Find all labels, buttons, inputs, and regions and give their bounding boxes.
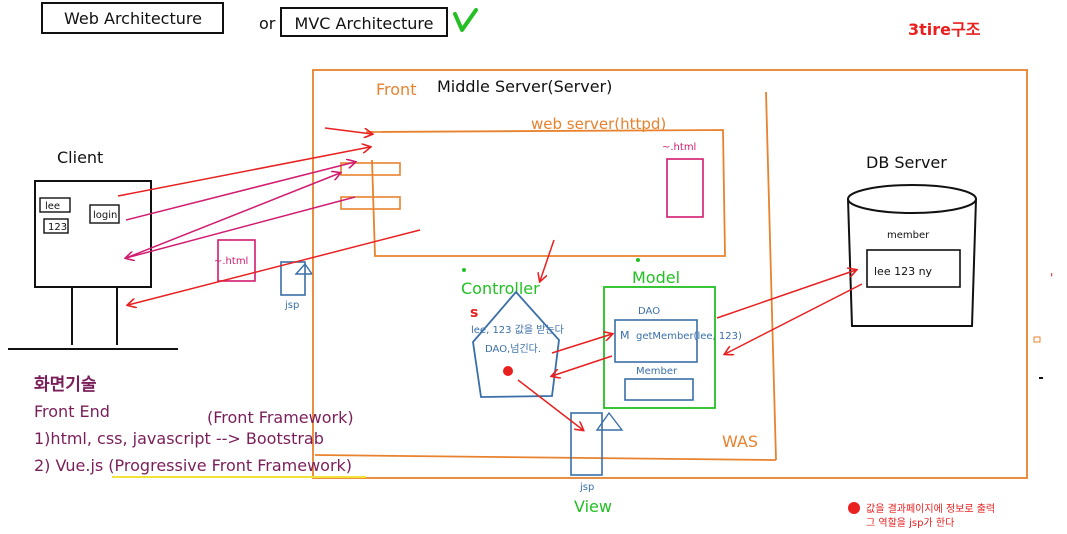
tech-line-1: 1)html, css, javascript --> Bootstrab — [34, 429, 324, 448]
dao-label: DAO — [638, 306, 660, 317]
client-title: Client — [57, 148, 103, 167]
client-html-doc — [217, 239, 256, 282]
web-server-port-bottom — [340, 196, 401, 210]
dao-box — [614, 319, 698, 363]
was-divider-horizontal — [314, 454, 777, 461]
web-arch-label: Web Architecture — [64, 9, 202, 28]
arrow-webserver-tick — [324, 127, 372, 134]
view-label: View — [574, 497, 612, 516]
side-mark-2 — [1033, 336, 1041, 343]
client-html-doc-label: ~.html — [214, 256, 248, 267]
controller-shape — [472, 290, 560, 398]
db-row-value: lee 123 ny — [874, 265, 933, 278]
front-end-label: Front End — [34, 402, 110, 421]
pw-field[interactable] — [43, 218, 69, 234]
client-jsp-corner — [294, 262, 314, 275]
arrow-client-to-webserver-3 — [125, 173, 340, 259]
id-field[interactable] — [39, 197, 71, 213]
was-divider-vertical — [765, 91, 777, 461]
arrow-dao-to-db — [716, 270, 856, 319]
or-label: or — [259, 14, 276, 33]
controller-note-1: lee, 123 값을 받는다 — [471, 324, 564, 336]
controller-label: Controller — [461, 279, 540, 298]
web-server-box — [365, 129, 726, 257]
arrow-server-to-client-long — [128, 229, 421, 305]
model-box — [603, 286, 716, 409]
db-table-label: member — [887, 230, 930, 241]
model-label: Model — [632, 268, 680, 287]
checkmark-icon — [453, 8, 478, 32]
db-row-box — [866, 249, 961, 288]
controller-dot — [462, 268, 466, 272]
legend-line-2: 그 역할을 jsp가 한다 — [866, 517, 954, 529]
db-cylinder-body — [847, 198, 977, 327]
controller-note-2: DAO,넘긴다. — [485, 343, 541, 355]
was-label: WAS — [722, 432, 758, 451]
middle-server-box — [312, 69, 1028, 479]
mvc-arch-label: MVC Architecture — [295, 14, 434, 33]
member-bean-label: Member — [636, 366, 678, 377]
legend-line-1: 값을 결과페이지에 정보로 출력 — [866, 503, 995, 515]
id-field-value: lee — [45, 201, 60, 212]
arrow-client-to-webserver-1 — [117, 147, 370, 197]
model-dot — [636, 258, 640, 262]
tier-label: 3tire구조 — [908, 20, 981, 39]
view-jsp-label: jsp — [579, 482, 594, 493]
db-title: DB Server — [866, 153, 947, 172]
arrow-db-to-dao — [725, 283, 863, 354]
server-html-file-label: ~.html — [662, 142, 696, 153]
controller-s: s — [470, 305, 478, 321]
dao-m-label: M — [620, 329, 630, 342]
tech-line-2: 2) Vue.js (Progressive Front Framework) — [34, 456, 352, 475]
web-arch-box — [41, 2, 224, 34]
client-jsp-doc — [280, 261, 306, 296]
arrow-controller-to-dao — [551, 334, 612, 354]
front-tech-title: 화면기술 — [34, 375, 97, 395]
login-button[interactable] — [89, 204, 120, 224]
view-jsp-corner — [595, 411, 624, 431]
front-framework-label: (Front Framework) — [207, 408, 354, 427]
legend-red-marker — [848, 502, 860, 514]
arrow-webserver-to-client — [126, 196, 356, 258]
arrow-dao-to-controller — [552, 355, 613, 376]
controller-red-marker — [503, 366, 513, 376]
login-button-label: login — [93, 210, 117, 221]
client-monitor — [34, 180, 152, 288]
side-mark-1: ' — [1050, 271, 1053, 285]
front-label: Front — [376, 80, 416, 99]
web-server-label: web server(httpd) — [531, 115, 666, 133]
arrow-controller-to-view — [517, 379, 583, 430]
arrow-client-to-webserver-2 — [125, 162, 355, 221]
member-bean-box — [624, 378, 694, 401]
server-html-file — [666, 158, 704, 218]
middle-server-title: Middle Server(Server) — [437, 77, 612, 96]
web-server-port-top — [340, 162, 401, 176]
client-jsp-label: jsp — [284, 300, 299, 311]
mvc-arch-box — [280, 7, 448, 37]
view-jsp-doc — [570, 412, 603, 476]
pw-field-value: 123 — [48, 222, 67, 233]
dao-method: getMember(lee, 123) — [636, 331, 742, 342]
arrow-webserver-to-controller — [540, 239, 555, 281]
db-cylinder-top — [847, 184, 977, 214]
